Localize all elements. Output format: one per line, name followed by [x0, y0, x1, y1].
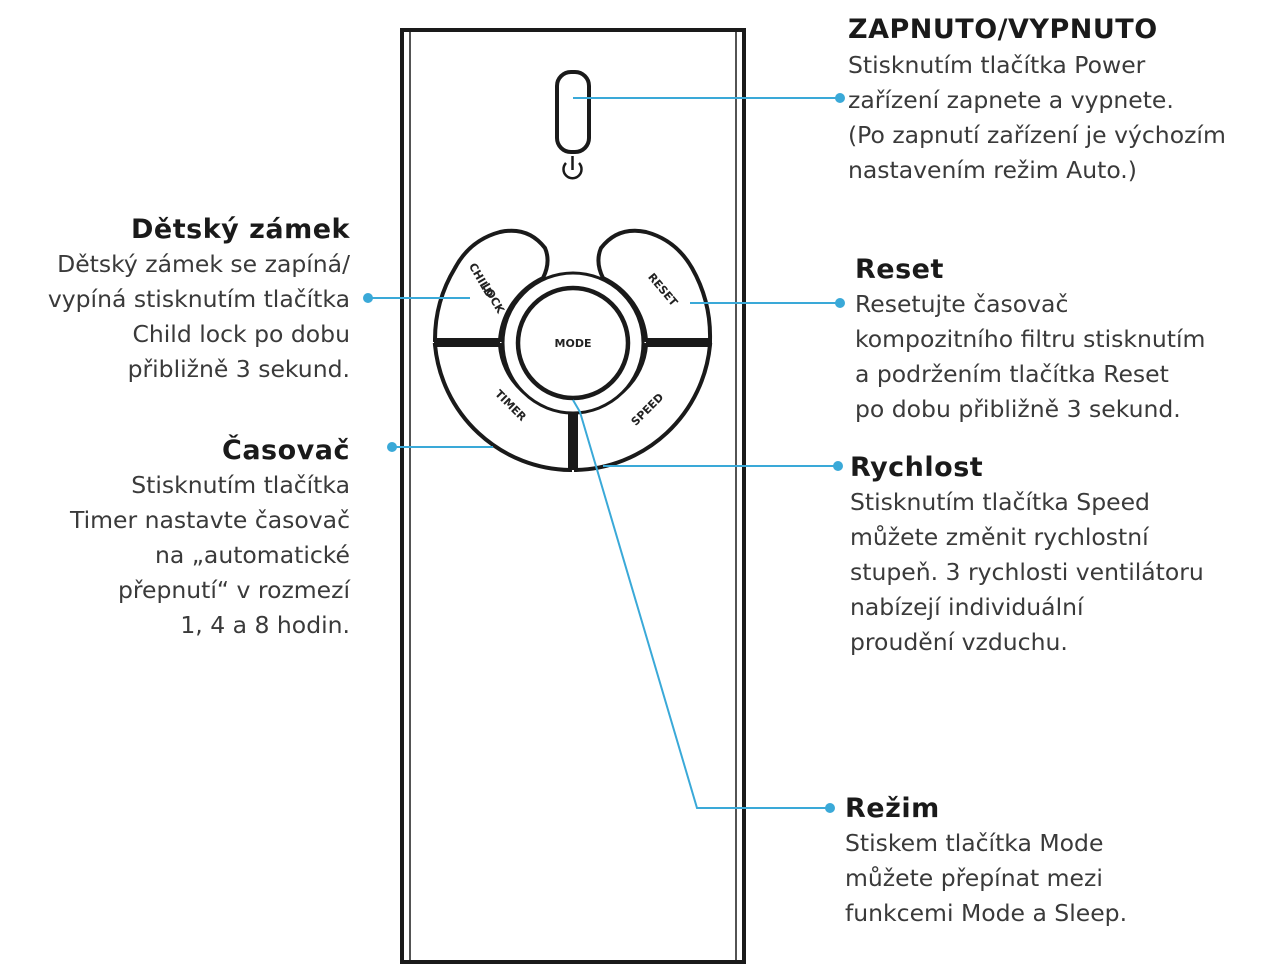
callout-child-lock: Dětský zámek Dětský zámek se zapíná/ vyp…: [5, 213, 350, 387]
callout-mode-text: Stiskem tlačítka Mode můžete přepínat me…: [845, 829, 1128, 927]
mode-label: MODE: [555, 337, 592, 350]
callout-power: ZAPNUTO/VYPNUTO Stisknutím tlačítka Powe…: [848, 12, 1268, 188]
reset-button[interactable]: RESET: [596, 228, 713, 342]
callout-speed-text: Stisknutím tlačítka Speed můžete změnit …: [850, 488, 1204, 656]
leader-dots: [363, 93, 845, 813]
callout-child-lock-text: Dětský zámek se zapíná/ vypíná stisknutí…: [47, 250, 350, 383]
child-lock-button[interactable]: CHILD LOCK: [432, 228, 550, 342]
callout-reset: Reset Resetujte časovač kompozitního fil…: [855, 253, 1265, 427]
callout-timer-title: Časovač: [222, 435, 350, 466]
remote-body: [400, 28, 746, 964]
callout-timer: Časovač Stisknutím tlačítka Timer nastav…: [5, 434, 350, 643]
callout-power-text: Stisknutím tlačítka Power zařízení zapne…: [848, 51, 1226, 184]
callout-reset-text: Resetujte časovač kompozitního filtru st…: [855, 290, 1206, 423]
callout-timer-text: Stisknutím tlačítka Timer nastavte časov…: [69, 471, 350, 639]
power-button[interactable]: [555, 70, 591, 154]
callout-speed: Rychlost Stisknutím tlačítka Speed můžet…: [850, 451, 1260, 660]
callout-reset-title: Reset: [855, 254, 944, 285]
callout-child-lock-title: Dětský zámek: [131, 214, 350, 245]
leader-lines: [370, 97, 840, 809]
mode-button[interactable]: MODE: [501, 271, 645, 415]
segment-dividers: [434, 340, 712, 470]
callout-mode: Režim Stiskem tlačítka Mode můžete přepí…: [845, 792, 1245, 931]
callout-mode-title: Režim: [845, 793, 940, 824]
callout-speed-title: Rychlost: [850, 452, 984, 483]
leader-mode: [572, 399, 830, 809]
power-icon: [562, 156, 583, 180]
callout-power-title: ZAPNUTO/VYPNUTO: [848, 14, 1158, 45]
